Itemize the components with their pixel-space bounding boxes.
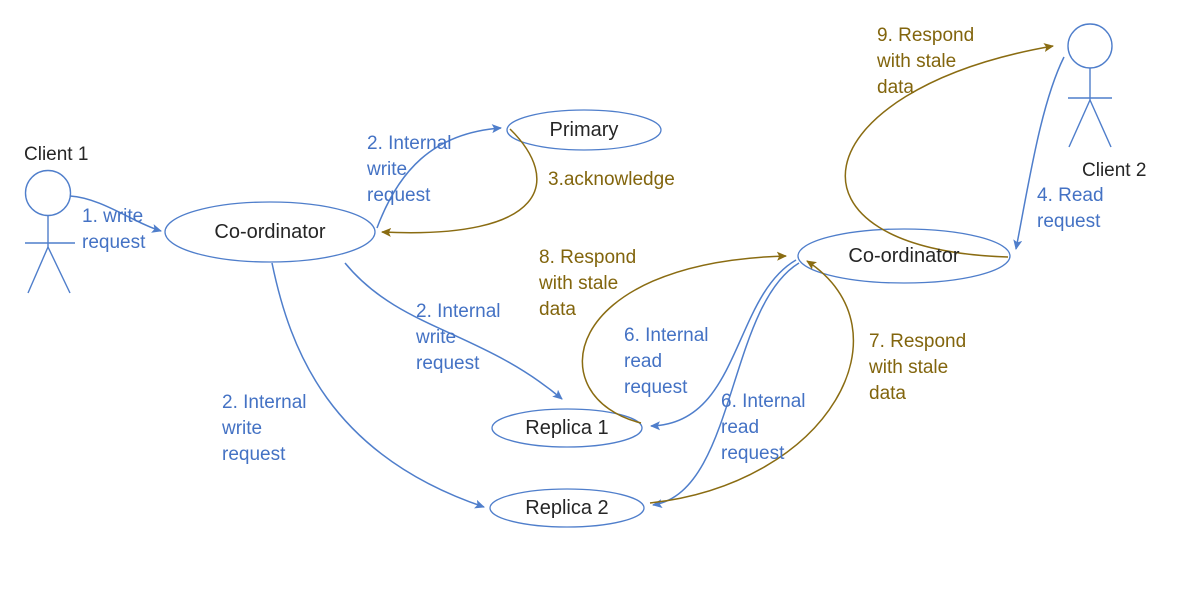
primary-label: Primary	[549, 119, 619, 141]
edge-7-respond-stale	[649, 260, 855, 504]
edge-2-internal-write-replica1	[344, 262, 563, 400]
replica2-ellipse	[489, 488, 645, 528]
replica1-ellipse	[491, 408, 643, 448]
edge-6-internal-read-replica1	[650, 259, 797, 431]
edge-2-internal-write-primary	[376, 124, 502, 229]
edge-label-2-internal-write-mid: 2. Internal write request	[416, 301, 501, 374]
edge-label-9-respond-stale: 9. Respond with stale data	[877, 25, 975, 98]
edge-4-read-request	[1013, 56, 1065, 250]
client2-head	[1067, 23, 1113, 69]
replica1-label: Replica 1	[525, 417, 609, 439]
client1-stick-figure	[24, 169, 75, 294]
client1-leg-left	[27, 246, 49, 294]
edge-3-acknowledge	[381, 128, 538, 237]
client1-label: Client 1	[24, 144, 89, 165]
edge-label-1-write-request: 1. write request	[82, 206, 146, 253]
edge-label-3-acknowledge: 3.acknowledge	[548, 169, 675, 190]
edge-2-internal-write-replica2	[271, 262, 485, 509]
edge-8-respond-stale	[581, 251, 787, 424]
edge-label-2-internal-write-top: 2. Internal write request	[367, 133, 452, 206]
edge-label-6-internal-read-top: 6. Internal read request	[624, 325, 709, 398]
edge-9-respond-stale	[844, 43, 1054, 258]
primary-ellipse	[506, 109, 662, 151]
client2-stick-figure	[1067, 23, 1113, 148]
client2-leg-left	[1068, 99, 1091, 148]
edge-label-7-respond-stale: 7. Respond with stale data	[869, 331, 967, 404]
coordinator-left-ellipse	[164, 201, 376, 263]
coordinator-right-label: Co-ordinator	[848, 245, 960, 267]
edge-label-6-internal-read-bottom: 6. Internal read request	[721, 391, 806, 464]
client2-label: Client 2	[1082, 160, 1147, 181]
client1-leg-right	[47, 246, 71, 294]
client2-leg-right	[1089, 99, 1112, 148]
edge-label-8-respond-stale: 8. Respond with stale data	[539, 247, 637, 320]
edge-6-internal-read-replica2	[652, 262, 800, 509]
coordinator-right-ellipse	[797, 228, 1011, 284]
edge-1-write-request	[69, 195, 162, 233]
edge-label-2-internal-write-bottom: 2. Internal write request	[222, 392, 307, 465]
replica2-label: Replica 2	[525, 497, 609, 519]
edge-label-4-read-request: 4. Read request	[1037, 185, 1104, 232]
coordinator-left-label: Co-ordinator	[214, 221, 326, 243]
client1-head	[24, 169, 72, 217]
